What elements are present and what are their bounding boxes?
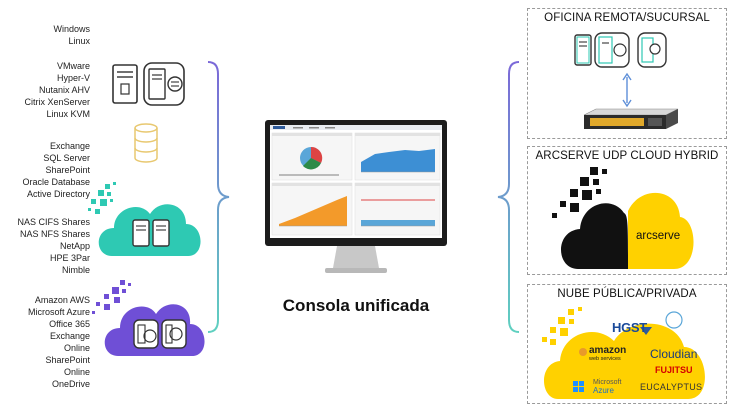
list-item: Citrix XenServer — [24, 97, 90, 107]
list-item: HPE 3Par — [49, 253, 90, 263]
arcserve-cloud-icon — [550, 165, 700, 271]
storage-cloud-icon — [536, 303, 716, 401]
list-item: Exchange — [49, 141, 90, 151]
hgst-logo: HGST — [612, 320, 647, 335]
list-item: Exchange — [49, 331, 90, 341]
list-item: NAS NFS Shares — [19, 229, 90, 239]
panel-title: OFICINA REMOTA/SUCURSAL — [544, 12, 710, 24]
list-item: Active Directory — [26, 189, 90, 199]
cloud-app-group: Amazon AWS Microsoft Azure Office 365 Ex… — [28, 294, 90, 390]
list-item: NetApp — [59, 241, 90, 251]
storage-group: NAS CIFS Shares NAS NFS Shares NetApp HP… — [17, 216, 90, 276]
amazon-logo: amazon web services — [589, 345, 627, 363]
list-item: Office 365 — [49, 319, 90, 329]
os-group: Windows Linux — [53, 23, 90, 47]
list-item: OneDrive — [51, 379, 90, 389]
amazon-logo-line2: web services — [589, 356, 621, 362]
list-item: SharePoint — [45, 355, 90, 365]
cloud-app-icon — [92, 280, 210, 358]
list-item: Microsoft Azure — [27, 307, 90, 317]
remote-servers-icon — [574, 31, 684, 135]
application-group: Exchange SQL Server SharePoint Oracle Da… — [22, 140, 90, 200]
list-item: NAS CIFS Shares — [17, 217, 90, 227]
database-icon — [133, 123, 159, 163]
hypervisor-group: VMware Hyper-V Nutanix AHV Citrix XenSer… — [24, 60, 90, 120]
fujitsu-logo: FUJITSU — [655, 365, 693, 375]
list-item: Online — [63, 343, 90, 353]
left-bracket — [205, 60, 235, 334]
list-item: Linux — [68, 36, 90, 46]
arcserve-logo-text: arcserve — [636, 230, 681, 242]
right-bracket — [492, 60, 522, 334]
microsoft-logo-line1: Microsoft — [593, 379, 622, 386]
list-item: Nimble — [61, 265, 90, 275]
list-item: Amazon AWS — [34, 295, 90, 305]
server-icon — [112, 60, 198, 108]
public-private-cloud-panel: NUBE PÚBLICA/PRIVADA HGST amazon web ser… — [527, 284, 727, 404]
list-item: Windows — [53, 24, 90, 34]
cloud-hybrid-panel: ARCSERVE UDP CLOUD HYBRID arcserve — [527, 146, 727, 275]
list-item: VMware — [56, 61, 90, 71]
microsoft-azure-logo: Microsoft Azure — [593, 379, 621, 395]
list-item: Oracle Database — [22, 177, 90, 187]
cloudian-logo: Cloudian — [650, 347, 698, 361]
eucalyptus-logo: EUCALYPTUS — [640, 382, 703, 392]
list-item: SharePoint — [45, 165, 90, 175]
monitor-icon — [265, 120, 447, 280]
panel-title: NUBE PÚBLICA/PRIVADA — [557, 288, 697, 300]
list-item: SQL Server — [43, 153, 90, 163]
panel-title: ARCSERVE UDP CLOUD HYBRID — [535, 150, 719, 162]
source-list: Windows Linux VMware Hyper-V Nutanix AHV… — [0, 0, 90, 408]
list-item: Linux KVM — [46, 109, 90, 119]
center-label: Consola unificada — [282, 296, 430, 315]
list-item: Online — [63, 367, 90, 377]
amazon-logo-line1: amazon — [589, 345, 627, 356]
cloud-server-icon — [88, 182, 208, 260]
remote-office-panel: OFICINA REMOTA/SUCURSAL — [527, 8, 727, 139]
microsoft-logo-line2: Azure — [593, 386, 614, 395]
list-item: Hyper-V — [56, 73, 90, 83]
list-item: Nutanix AHV — [38, 85, 90, 95]
